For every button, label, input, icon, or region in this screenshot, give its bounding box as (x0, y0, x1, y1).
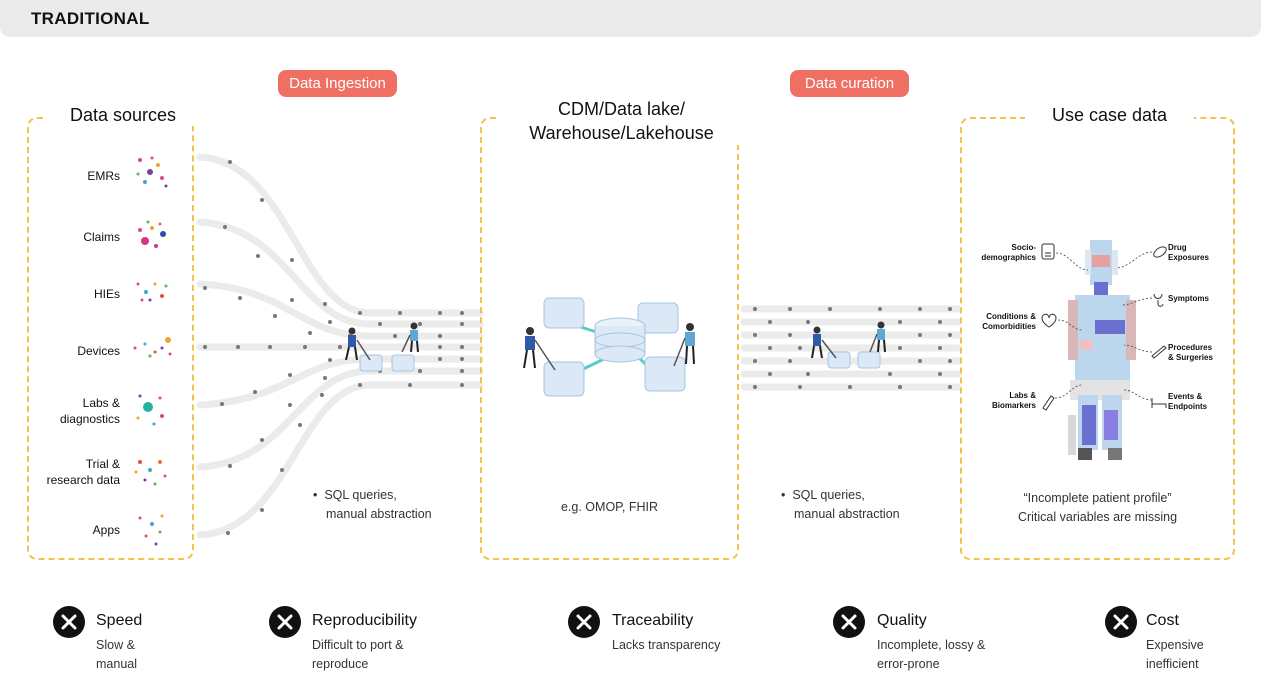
data-ingestion-pill: Data Ingestion (278, 70, 397, 97)
metric-speed: Speed Slow & manual (96, 612, 143, 671)
procedures-label: Procedures& Surgeries (1168, 343, 1213, 362)
patient-figure-icon (1068, 240, 1136, 460)
data-sources-title: Data sources (47, 105, 199, 126)
metric-traceability: Traceability Lacks transparency (612, 612, 721, 652)
emr-scatter-icon (136, 156, 168, 188)
source-label-trial: Trial &research data (46, 457, 120, 487)
apps-scatter-icon (138, 514, 164, 546)
ingestion-note: • SQL queries, manual abstraction (313, 488, 432, 521)
metric-cost: Cost Expensive inefficient (1146, 612, 1204, 671)
metric-quality: Quality Incomplete, lossy & error-prone (877, 612, 986, 671)
metric-reproducibility: Reproducibility Difficult to port & repr… (312, 612, 417, 671)
category-icons (1041, 243, 1167, 411)
sociodemographics-label: Socio-demographics (981, 243, 1036, 262)
source-label-apps: Apps (92, 523, 120, 537)
source-label-labs: Labs &diagnostics (59, 396, 120, 426)
hies-scatter-icon (136, 282, 168, 302)
source-label-hies: HIEs (93, 287, 120, 301)
use-case-caption: “Incomplete patient profile”Critical var… (1017, 491, 1178, 524)
source-label-devices: Devices (77, 344, 120, 358)
ingestion-worker-icon (345, 322, 419, 372)
symptoms-label: Symptoms (1168, 294, 1209, 303)
page-title: TRADITIONAL (31, 9, 150, 28)
header-bar (0, 0, 1261, 37)
events-endpoints-label: Events &Endpoints (1168, 392, 1208, 411)
cdm-note: e.g. OMOP, FHIR (560, 500, 658, 514)
devices-scatter-icon (133, 337, 172, 358)
curation-dots (753, 307, 952, 389)
ingestion-dots (203, 160, 464, 535)
labs-biomarkers-label: Labs &Biomarkers (991, 391, 1036, 410)
curation-note: • SQL queries, manual abstraction (781, 488, 900, 521)
metric-x-icons (53, 606, 1137, 638)
conditions-label: Conditions &Comorbidities (982, 312, 1036, 331)
cdm-title: CDM/Data lake/Warehouse/Lakehouse (500, 97, 743, 145)
labs-scatter-icon (136, 394, 164, 426)
claims-scatter-icon (138, 220, 166, 248)
source-label-emrs: EMRs (87, 169, 120, 183)
database-servers-icon (523, 297, 695, 397)
source-label-claims: Claims (83, 230, 120, 244)
data-curation-pill: Data curation (790, 70, 909, 97)
patient-connectors (1054, 251, 1153, 401)
cdm-box (480, 117, 739, 560)
trial-scatter-icon (134, 460, 167, 486)
use-case-title: Use case data (1025, 105, 1194, 126)
curation-pipes (740, 305, 962, 391)
curation-worker-icon (811, 321, 886, 369)
